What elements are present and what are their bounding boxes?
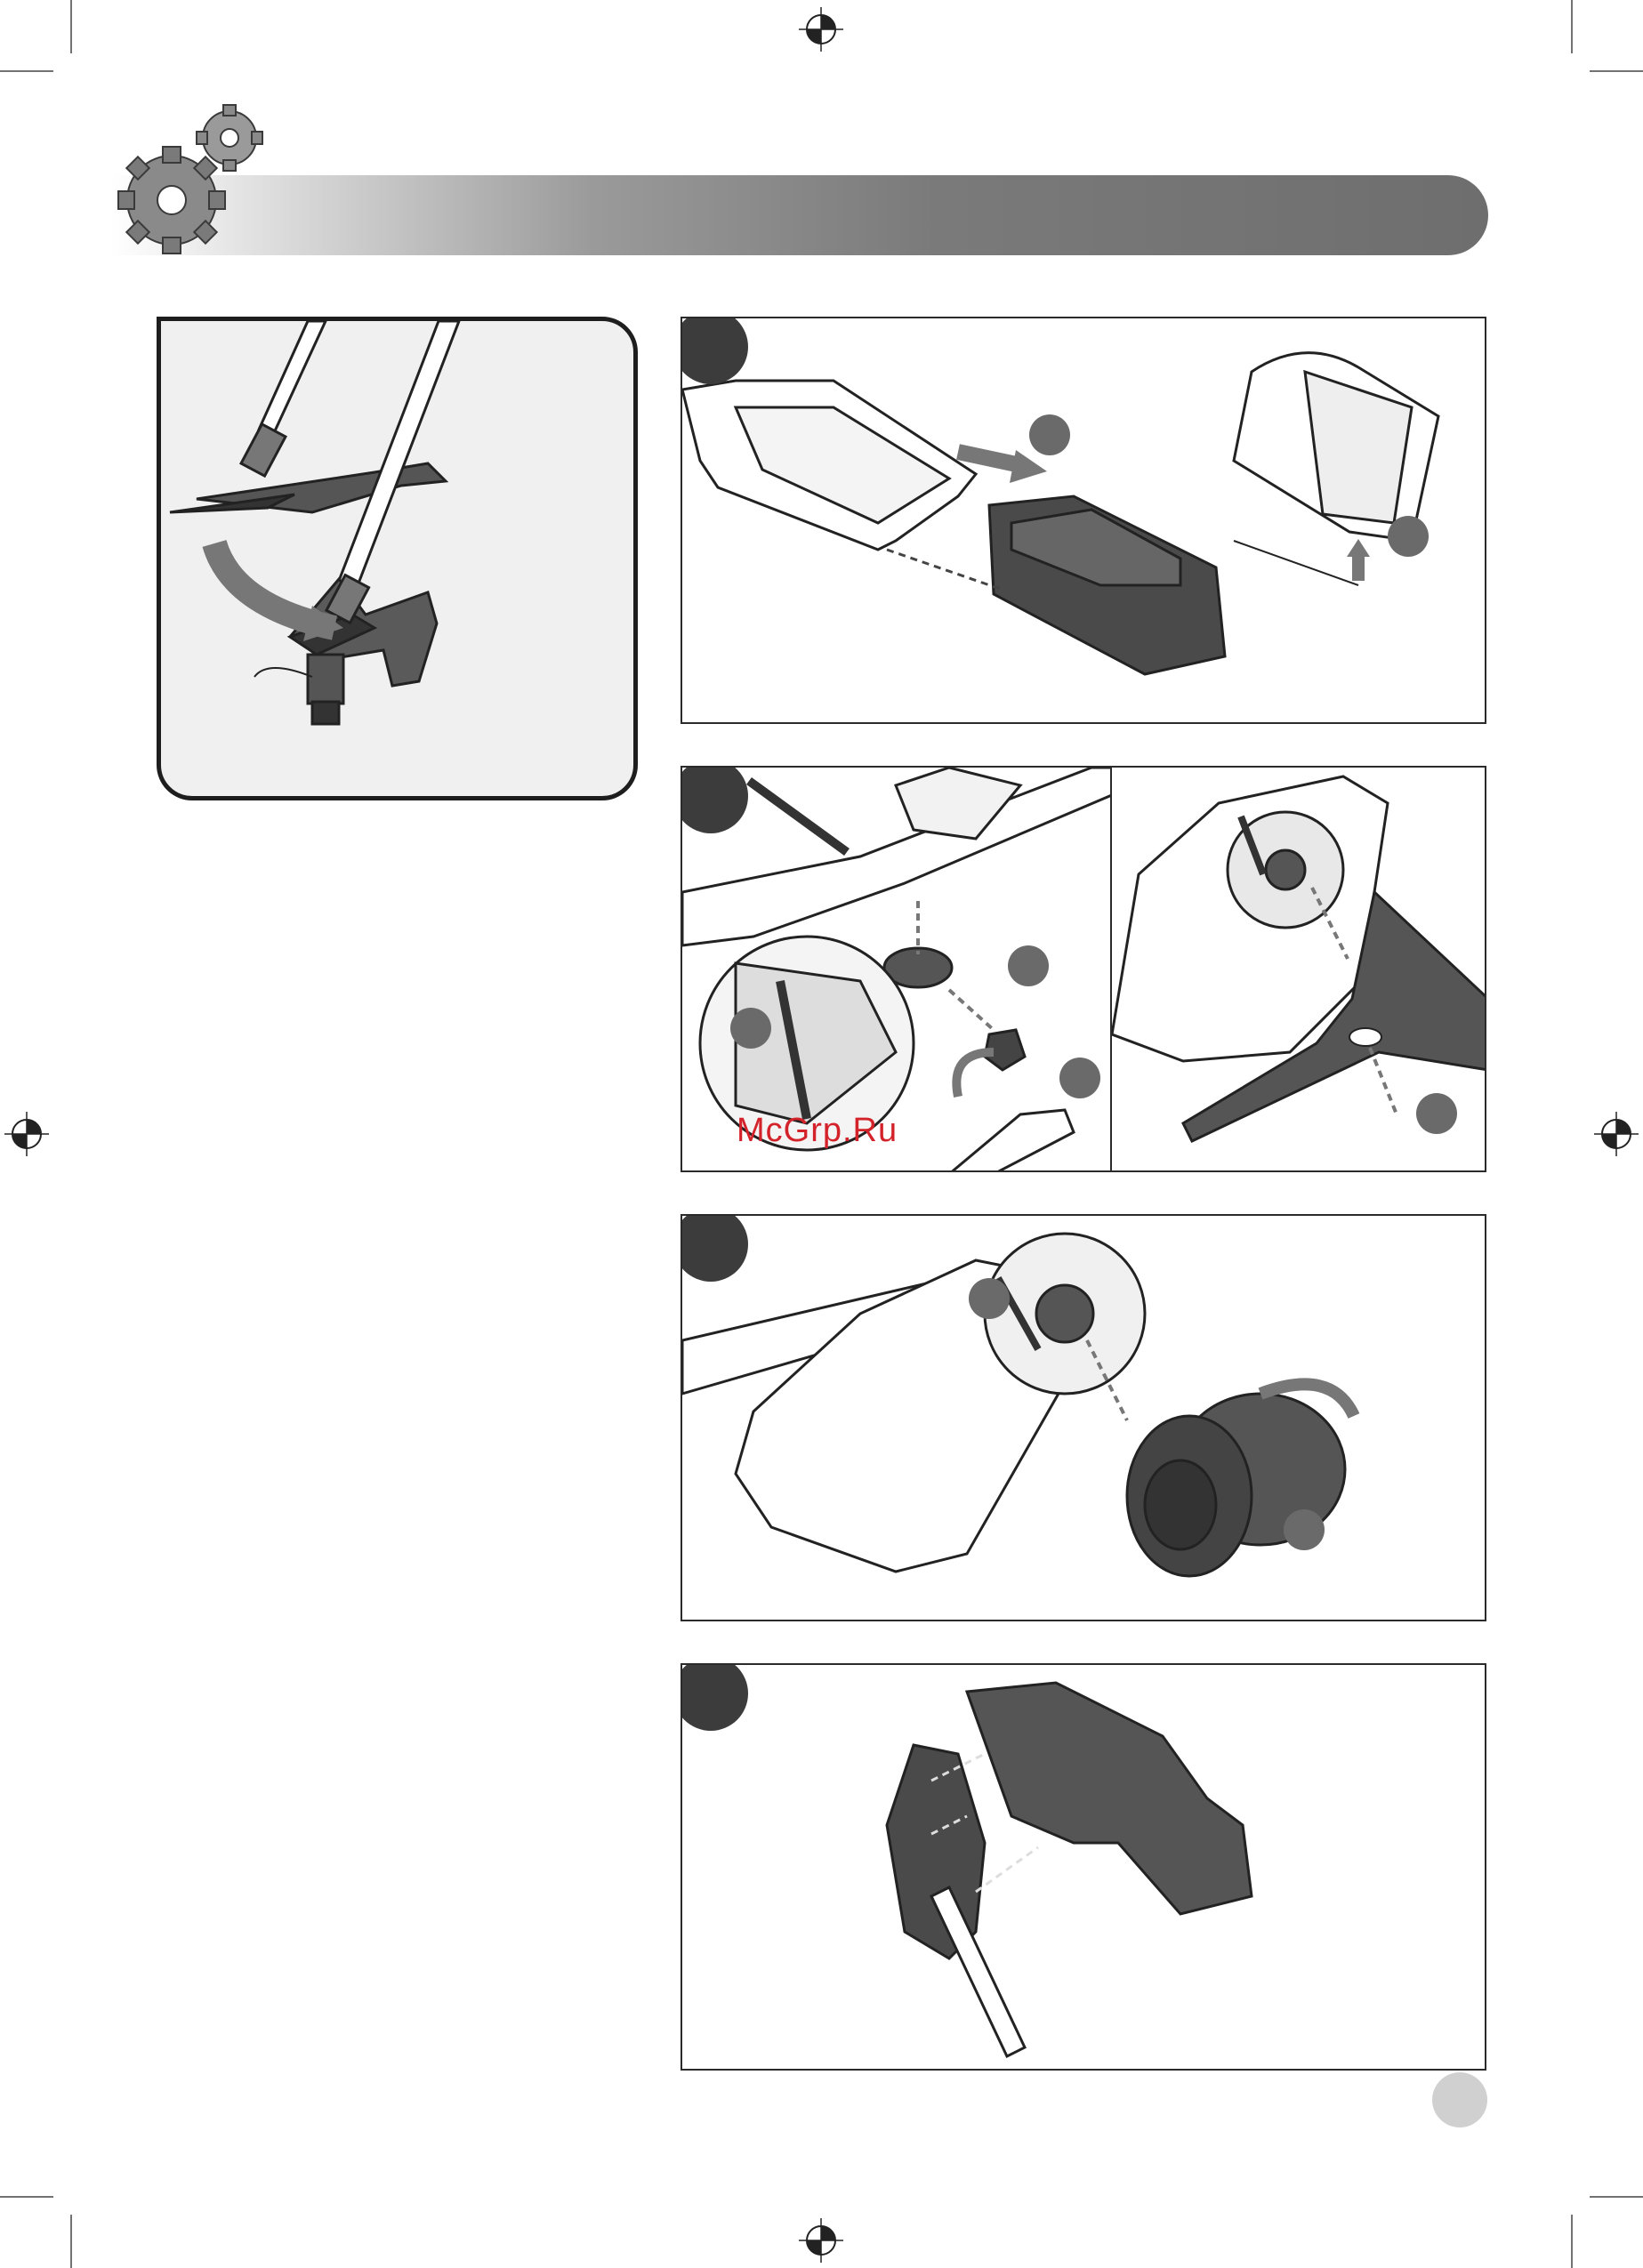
- callout-marker: [1284, 1509, 1325, 1550]
- battery-panel: [681, 317, 1486, 724]
- callout-marker: [1416, 1093, 1457, 1134]
- crosshair-target-icon: [1594, 1112, 1639, 1156]
- battery-insertion-illustration: [682, 318, 1486, 724]
- trimmer-head-swap-illustration: [161, 321, 638, 800]
- section-header-bar: [111, 175, 1488, 255]
- spool-mount-panel: [681, 1214, 1486, 1621]
- callout-marker: [969, 1278, 1010, 1319]
- callout-marker: [730, 1008, 771, 1049]
- overview-panel: [157, 317, 638, 800]
- line-spool-attach-illustration: [682, 1216, 1486, 1621]
- crosshair-target-icon: [799, 2218, 843, 2263]
- watermark: McGrp.Ru: [737, 1112, 898, 1150]
- crosshair-target-icon: [799, 7, 843, 52]
- guard-mount-panel: [681, 1663, 1486, 2071]
- callout-marker: [1008, 945, 1049, 986]
- blade-detail-panel: [1110, 766, 1486, 1172]
- callout-marker: [1029, 414, 1070, 455]
- page-number-tab: [1432, 2072, 1487, 2127]
- crosshair-target-icon: [4, 1112, 49, 1156]
- callout-marker: [1059, 1058, 1100, 1098]
- gears-icon: [105, 98, 283, 258]
- callout-marker: [1388, 516, 1429, 557]
- guard-attach-illustration: [682, 1665, 1486, 2071]
